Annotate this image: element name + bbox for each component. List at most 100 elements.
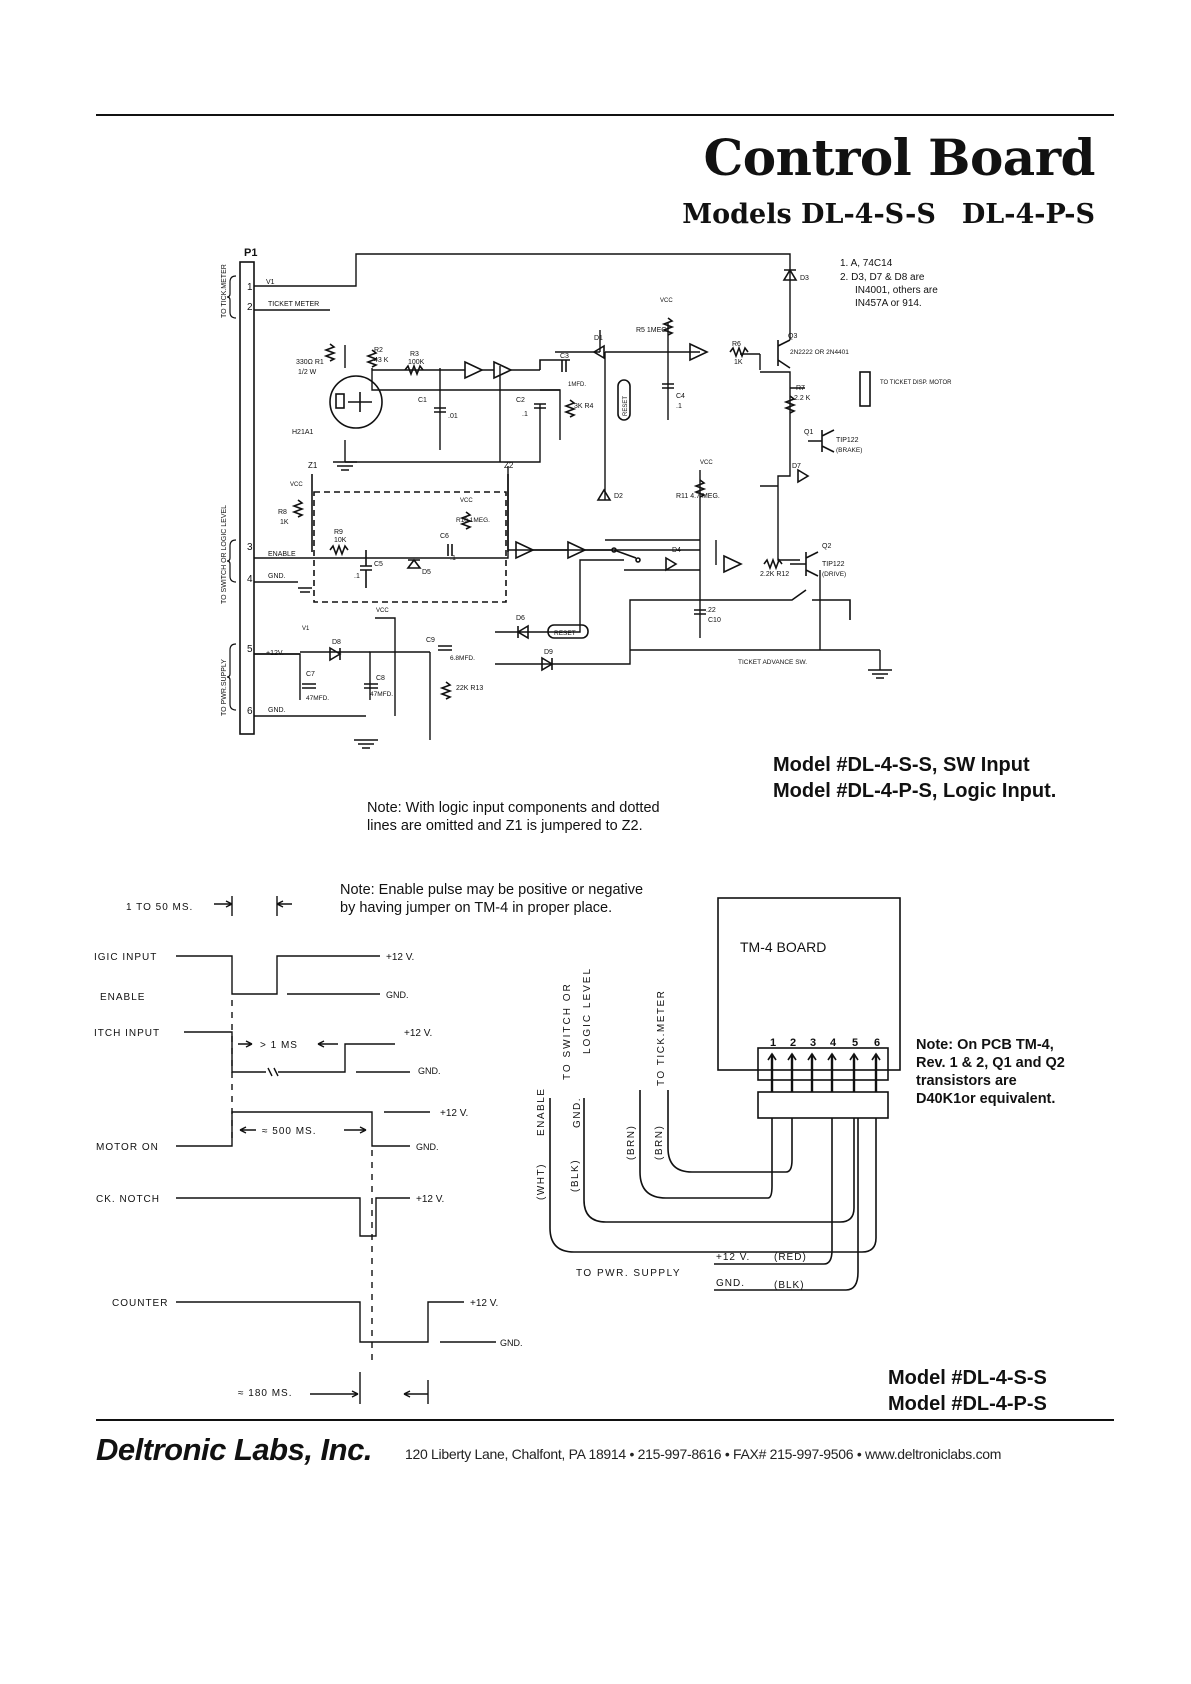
wiring-blk2: (BLK) bbox=[774, 1280, 805, 1291]
switch-plus12: +12 V. bbox=[404, 1028, 432, 1039]
transistor-q1 bbox=[808, 429, 835, 453]
pcb-note-line-3: transistors are bbox=[916, 1073, 1017, 1089]
diode-d5 bbox=[406, 558, 422, 569]
wiring-wht: (WHT) bbox=[536, 1163, 547, 1200]
c2-value: .1 bbox=[522, 411, 528, 418]
capacitor-c8 bbox=[364, 683, 378, 689]
t180-label: ≈ 180 MS. bbox=[238, 1388, 293, 1399]
wire-red bbox=[770, 1118, 833, 1265]
r7-label: R7 bbox=[796, 385, 805, 392]
h21a-label: H21A1 bbox=[292, 429, 314, 436]
wire-brn-1 bbox=[639, 1090, 773, 1199]
wiring-red: (RED) bbox=[774, 1252, 807, 1263]
r9-value: 10K bbox=[334, 537, 347, 544]
inverter-2 bbox=[493, 360, 513, 380]
ticket-advance-switch bbox=[780, 589, 851, 620]
logic-components-note: Note: With logic input components and do… bbox=[367, 799, 660, 835]
c6-value: .1 bbox=[450, 555, 456, 562]
capacitor-c4 bbox=[662, 383, 674, 389]
transistor-q3 bbox=[777, 339, 791, 369]
capacitor-c7 bbox=[302, 683, 316, 689]
resistor-r4 bbox=[563, 399, 577, 418]
model-name-ss: Models DL-4-S-S bbox=[682, 199, 936, 230]
q3-label: Q3 bbox=[788, 333, 797, 340]
header-pin-3: 3 bbox=[810, 1037, 816, 1049]
c6-label: C6 bbox=[440, 533, 449, 540]
resistor-r6 bbox=[729, 345, 749, 359]
tick-notch-label: CK. NOTCH bbox=[96, 1194, 160, 1205]
opto-sensor bbox=[329, 375, 383, 429]
capacitor-c1 bbox=[434, 407, 446, 413]
pcb-note-line-2: Rev. 1 & 2, Q1 and Q2 bbox=[916, 1055, 1065, 1071]
d9-label: D9 bbox=[544, 649, 553, 656]
d8-label: D8 bbox=[332, 639, 341, 646]
pin2-label: TICKET METER bbox=[268, 301, 319, 308]
c7-label: C7 bbox=[306, 671, 315, 678]
group-label-switch-logic: TO SWITCH OR LOGIC LEVEL bbox=[221, 505, 228, 604]
pin3-label: ENABLE bbox=[268, 551, 296, 558]
connector-label: P1 bbox=[244, 247, 257, 259]
pulse-width-arrows bbox=[214, 896, 292, 916]
header-pin-6: 6 bbox=[874, 1037, 880, 1049]
model-block-input: Model #DL-4-S-S, SW Input Model #DL-4-P-… bbox=[773, 752, 1056, 804]
resistor-r8 bbox=[291, 499, 305, 518]
timing-diagram: 1 TO 50 MS. IGIC INPUT +12 V. ENABLE GND… bbox=[94, 896, 523, 1404]
company-address: 120 Liberty Lane, Chalfont, PA 18914 • 2… bbox=[405, 1446, 1002, 1462]
pin-5: 5 bbox=[247, 644, 253, 655]
ground-symbol-adv bbox=[868, 669, 892, 679]
wiring-enable: ENABLE bbox=[536, 1088, 547, 1136]
t500-label: ≈ 500 MS. bbox=[262, 1126, 317, 1137]
adv-sw-label: TICKET ADVANCE SW. bbox=[738, 659, 807, 666]
pin6-label: GND. bbox=[268, 707, 286, 714]
tm4-board-label: TM-4 BOARD bbox=[740, 939, 826, 955]
d2-label: D2 bbox=[614, 493, 623, 500]
diode-d7 bbox=[797, 468, 810, 484]
ground-symbol-1 bbox=[333, 461, 357, 471]
parts-note-2c: IN457A or 914. bbox=[855, 298, 922, 309]
wire-gnd-logic bbox=[583, 1098, 855, 1223]
enable-note-line-1: Note: Enable pulse may be positive or ne… bbox=[340, 882, 644, 898]
group-label-tick-meter: TO TICK.METER bbox=[221, 264, 228, 318]
reset-text: RESET bbox=[554, 630, 576, 637]
resistor-r2 bbox=[365, 349, 379, 368]
q3-part: 2N2222 OR 2N4401 bbox=[790, 349, 849, 356]
c9-label: C9 bbox=[426, 637, 435, 644]
enable-pulse-note: Note: Enable pulse may be positive or ne… bbox=[340, 881, 643, 917]
c3-label: C3 bbox=[560, 353, 569, 360]
brace-mid bbox=[226, 539, 237, 583]
switch-contact-2 bbox=[635, 557, 641, 563]
pin-3: 3 bbox=[247, 542, 253, 553]
c1-label: C1 bbox=[418, 397, 427, 404]
parts-note-1: 1. A, 74C14 bbox=[840, 258, 893, 269]
logic-gnd: GND. bbox=[386, 990, 409, 1000]
wiring-plus12: +12 V. bbox=[716, 1252, 750, 1263]
switch-input-label: ITCH INPUT bbox=[94, 1028, 160, 1039]
vcc-r11: VCC bbox=[700, 460, 713, 466]
vcc-r5: VCC bbox=[660, 298, 673, 304]
d6-label: D6 bbox=[516, 615, 525, 622]
resistor-r11 bbox=[693, 479, 707, 498]
ground-symbol-2 bbox=[354, 739, 378, 749]
schematic-wires bbox=[254, 253, 881, 740]
resistor-r13 bbox=[439, 681, 453, 700]
wiring-to-pwr: TO PWR. SUPPLY bbox=[576, 1268, 681, 1279]
wire-blk bbox=[770, 1118, 859, 1291]
d1-label: D1 bbox=[594, 335, 603, 342]
pcb-note: Note: On PCB TM-4, Rev. 1 & 2, Q1 and Q2… bbox=[916, 1036, 1065, 1108]
q1-role: (BRAKE) bbox=[836, 447, 862, 454]
resistor-r10 bbox=[459, 511, 473, 530]
resistor-r5 bbox=[661, 317, 675, 336]
r11-label: R11 4.7 MEG. bbox=[676, 493, 720, 500]
pin-6: 6 bbox=[247, 706, 253, 717]
pin-1: 1 bbox=[247, 282, 253, 293]
diode-d1 bbox=[592, 344, 605, 360]
wiring-gnd2: GND. bbox=[716, 1278, 745, 1289]
motor-label: TO TICKET DISP. MOTOR bbox=[880, 380, 952, 386]
tm4-board bbox=[717, 897, 901, 1071]
model-line-ss: Model #DL-4-S-S bbox=[888, 1367, 1047, 1389]
c2-label: C2 bbox=[516, 397, 525, 404]
wiring-brn-1: (BRN) bbox=[626, 1125, 637, 1160]
opto-led bbox=[335, 393, 345, 409]
